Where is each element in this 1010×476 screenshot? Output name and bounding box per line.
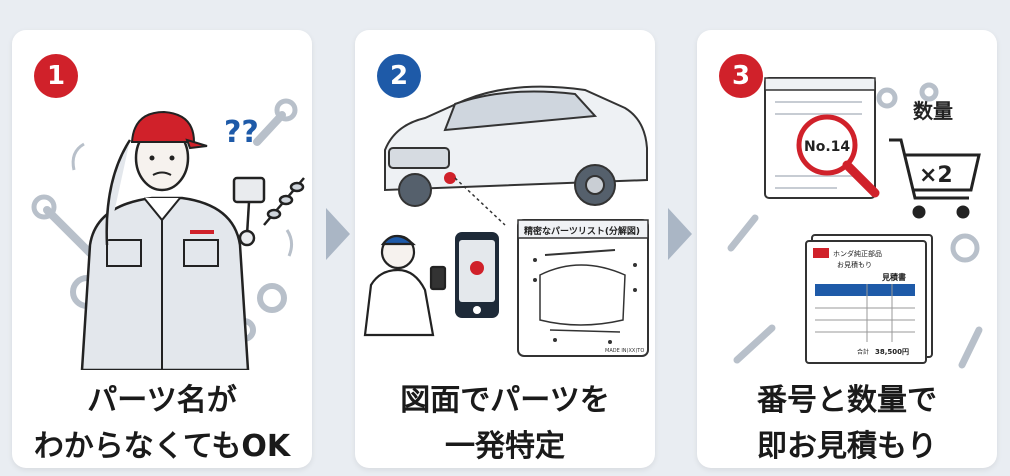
step-number-badge: 3	[719, 54, 763, 98]
arrow-icon	[71, 142, 294, 257]
caption-line-2: 即お見積もり	[757, 429, 937, 464]
part-number: No.14	[804, 139, 850, 155]
quote-header: お見積もり	[837, 260, 872, 269]
cart-icon	[889, 138, 981, 219]
car-scan-illustration: 精密なパーツリスト(分解図) MADE IN(XX)TO	[363, 85, 649, 357]
step-card-3: 3 No.14 数量 ×2	[697, 30, 997, 468]
step-card-2: 2	[355, 30, 655, 468]
confused-mechanic-illustration: ??	[31, 98, 305, 370]
step-number-badge: 2	[377, 54, 421, 98]
caption-line-1: 番号と数量で	[757, 383, 937, 418]
diagram-title: 精密なパーツリスト(分解図)	[524, 225, 640, 237]
wrench-icon	[727, 214, 983, 369]
wrench-icon	[253, 111, 286, 146]
caption-line-2: わからなくてもOK	[33, 429, 291, 464]
step-caption: 番号と数量で 即お見積もり	[697, 378, 997, 470]
quote-sheet-icon	[805, 234, 933, 364]
caption-line-2: 一発特定	[445, 429, 565, 464]
red-cap-icon	[130, 110, 196, 143]
wrench-icon	[31, 194, 57, 220]
caption-line-1: パーツ名が	[87, 383, 237, 418]
parts-diagram-icon	[517, 219, 649, 357]
quote-total-value: 38,500円	[875, 348, 909, 356]
person-with-phone-icon	[363, 234, 447, 337]
quote-illustration: No.14 数量 ×2	[727, 77, 983, 369]
piston-icon	[232, 176, 266, 247]
wrench-icon	[274, 98, 298, 122]
step-caption: 図面でパーツを 一発特定	[355, 378, 655, 470]
step-caption: パーツ名が わからなくてもOK	[12, 378, 312, 470]
phone-scan-icon	[455, 232, 499, 318]
wrench-icon	[43, 206, 96, 259]
next-step-arrow-icon	[326, 208, 350, 260]
caption-line-1: 図面でパーツを	[400, 383, 610, 418]
diagram-footer: MADE IN(XX)TO	[605, 348, 644, 354]
quantity-label: 数量	[913, 99, 953, 123]
step-card-1: 1	[12, 30, 312, 468]
magnifier-icon	[796, 114, 880, 198]
quantity-value: ×2	[919, 163, 953, 188]
quote-title: 見積書	[881, 272, 906, 282]
scan-target-marker	[444, 172, 456, 184]
step-number-badge: 1	[34, 54, 78, 98]
car-icon	[384, 85, 648, 207]
camshaft-icon	[263, 177, 305, 226]
quote-total-label: 合計	[857, 348, 869, 356]
question-marks-icon: ??	[224, 115, 259, 150]
next-step-arrow-icon	[668, 208, 692, 260]
gear-icon	[876, 82, 980, 263]
quote-brand: ホンダ純正部品	[833, 249, 882, 258]
